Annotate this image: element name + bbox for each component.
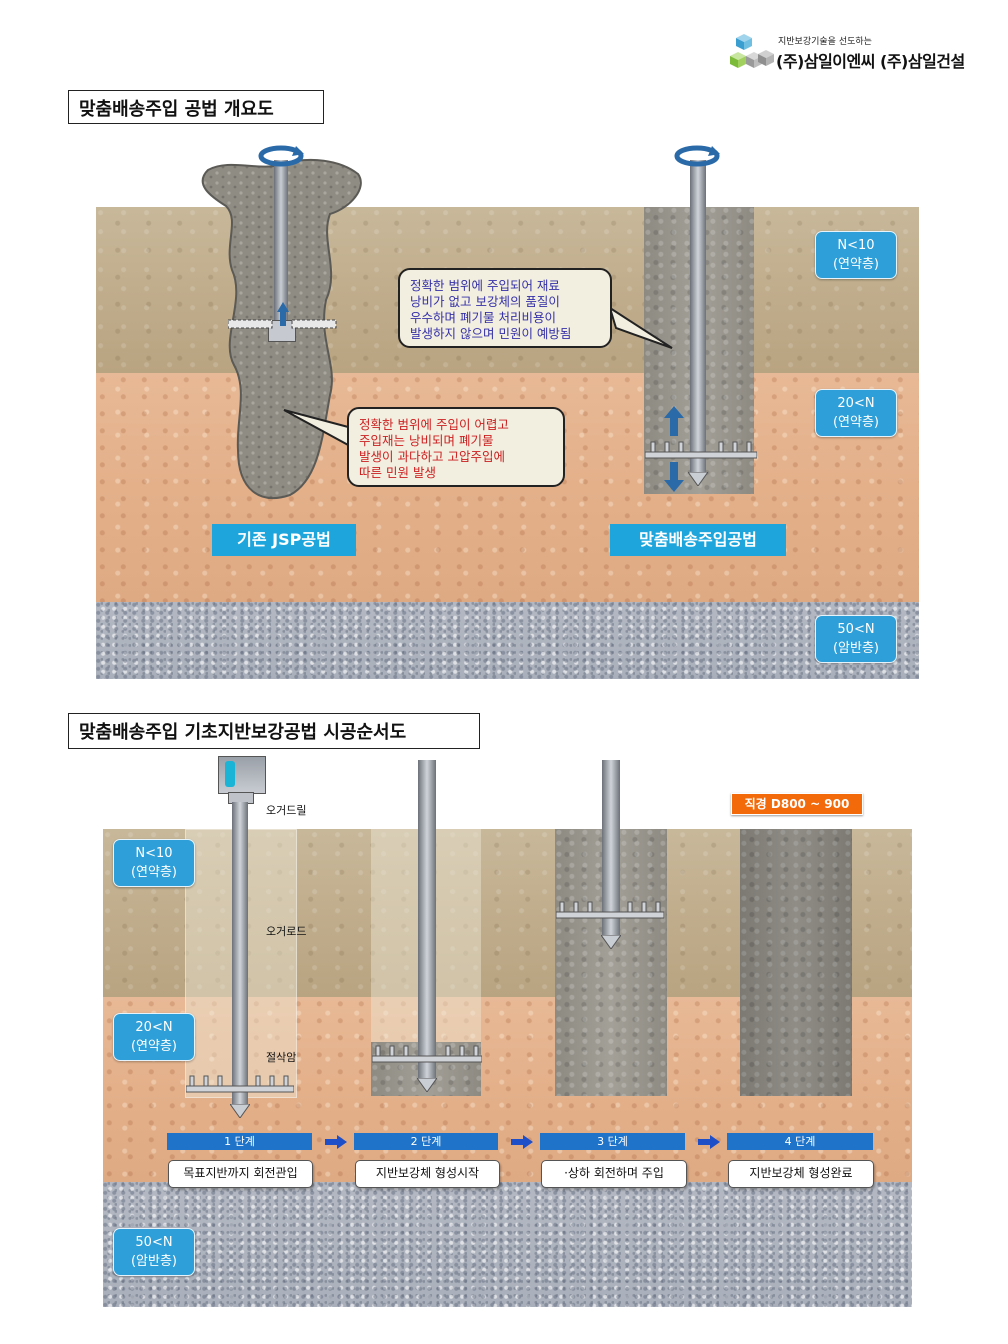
jsp-callout-line-2: 주입재는 낭비되며 폐기물 (359, 433, 494, 448)
rock-layer (103, 1182, 912, 1307)
step4-column (740, 829, 852, 1096)
sequence-title: 맞춤배송주입 기초지반보강공법 시공순서도 (68, 713, 480, 749)
layer-badge-soft-2: 20<N (연약층) (815, 389, 897, 437)
sequence-diagram (103, 829, 912, 1307)
rock-layer (96, 602, 919, 679)
auger-drill-label: 오거드릴 (266, 804, 307, 817)
step-arrow-icon (325, 1135, 347, 1149)
layer-badge-line: 50<N (837, 622, 875, 637)
auger-drill-head (218, 756, 266, 794)
layer-badge-soft-1: N<10 (연약층) (815, 231, 897, 279)
layer-badge-line: (연약층) (832, 415, 880, 430)
step-2-description: 지반보강체 형성시작 (355, 1160, 500, 1188)
step1-drill-tip (230, 1104, 250, 1118)
company-name: (주)삼일이엔씨 (주)삼일건설 (776, 52, 965, 71)
jsp-rotation-icon (258, 145, 304, 167)
step3-drill-tip (601, 935, 621, 949)
company-logo: 지반보강기술을 선도하는 (주)삼일이엔씨 (주)삼일건설 (730, 30, 1000, 80)
layer-badge-line: (연약층) (130, 1039, 178, 1054)
drill-indicator-icon (225, 761, 235, 787)
jsp-rod (274, 160, 288, 340)
jsp-callout-line-3: 발생이 과다하고 고압주입에 (359, 449, 505, 464)
jsp-method-callout: 정확한 범위에 주입이 어렵고 주입재는 낭비되며 폐기물 발생이 과다하고 고… (347, 407, 565, 487)
layer-badge-rock: 50<N (암반층) (113, 1228, 195, 1276)
layer-badge-line: (연약층) (130, 865, 178, 880)
step-arrow-icon (698, 1135, 720, 1149)
new-callout-line-1: 정확한 범위에 주입되어 재료 (410, 278, 560, 293)
cutting-arm-label: 절삭암 (266, 1051, 297, 1064)
step-1-description: 목표지반까지 회전관입 (168, 1160, 313, 1188)
cubes-logo-icon (730, 34, 774, 68)
step-4-label: 4 단계 (727, 1133, 873, 1150)
step1-cutting-arm (186, 1075, 294, 1093)
step2-drill-tip (417, 1078, 437, 1092)
auger-rod-label: 오거로드 (266, 925, 307, 938)
bubble-tails (283, 305, 673, 448)
step3-auger-rod (602, 760, 620, 938)
up-down-arrow-icon (664, 406, 684, 492)
layer-badge-line: 50<N (135, 1235, 173, 1250)
new-method-rod (690, 160, 706, 475)
layer-badge-line: 20<N (837, 396, 875, 411)
step-3-label: 3 단계 (540, 1133, 685, 1150)
company-tagline: 지반보강기술을 선도하는 (778, 37, 872, 47)
new-method-cutting-arm (645, 441, 757, 459)
new-method-drill-tip (688, 472, 708, 486)
step-1-label: 1 단계 (167, 1133, 312, 1150)
diameter-badge: 직경 D800 ~ 900 (731, 793, 863, 815)
overview-title: 맞춤배송주입 공법 개요도 (68, 90, 324, 124)
layer-badge-line: (연약층) (832, 257, 880, 272)
new-callout-line-4: 발생하지 않으며 민원이 예방됨 (410, 326, 572, 341)
layer-badge-rock: 50<N (암반층) (815, 615, 897, 663)
layer-badge-line: (암반층) (832, 641, 880, 656)
layer-badge-line: (암반층) (130, 1254, 178, 1269)
new-method-rotation-icon (674, 145, 720, 167)
step-3-description: ·상하 회전하며 주입 (541, 1160, 687, 1188)
layer-badge-soft-1: N<10 (연약층) (113, 839, 195, 887)
layer-badge-soft-2: 20<N (연약층) (113, 1013, 195, 1061)
step2-cutting-arm (372, 1045, 482, 1063)
step2-auger-rod (418, 760, 436, 1080)
jsp-callout-line-4: 따른 민원 발생 (359, 465, 436, 480)
step-2-label: 2 단계 (354, 1133, 498, 1150)
jsp-callout-line-1: 정확한 범위에 주입이 어렵고 (359, 417, 509, 432)
jsp-jet-icon (228, 302, 337, 329)
new-callout-line-3: 우수하며 폐기물 처리비용이 (410, 310, 556, 325)
step3-cutting-arm (556, 901, 664, 919)
new-method-callout: 정확한 범위에 주입되어 재료 낭비가 없고 보강체의 품질이 우수하며 폐기물… (398, 268, 612, 348)
step-4-description: 지반보강체 형성완료 (728, 1160, 874, 1188)
layer-badge-line: N<10 (837, 238, 875, 253)
layer-badge-line: N<10 (135, 846, 173, 861)
step-arrow-icon (511, 1135, 533, 1149)
jsp-method-label: 기존 JSP공법 (212, 524, 356, 556)
step1-auger-rod (232, 802, 248, 1106)
new-method-label: 맞춤배송주입공법 (610, 524, 786, 556)
new-callout-line-2: 낭비가 없고 보강체의 품질이 (410, 294, 560, 309)
layer-badge-line: 20<N (135, 1020, 173, 1035)
